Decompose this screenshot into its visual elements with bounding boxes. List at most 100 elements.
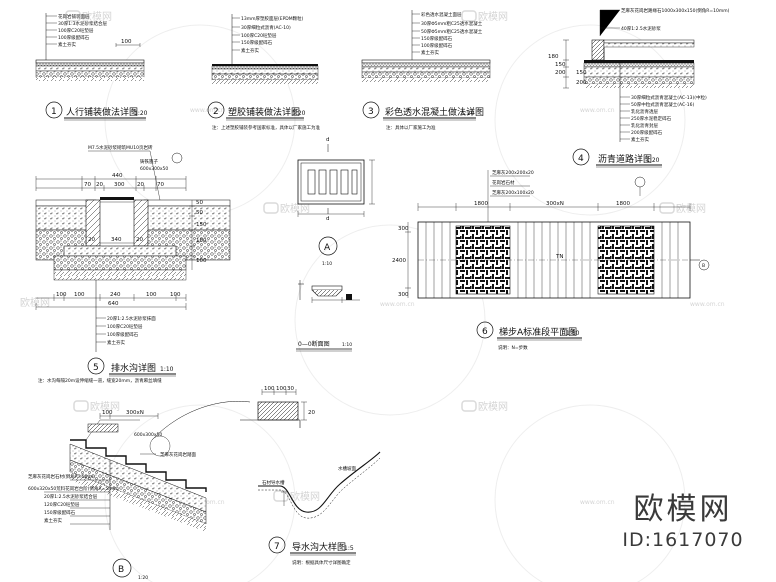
detail-scale: 1:20 — [292, 110, 306, 117]
detail-title: 梯步A标准段平面图 — [499, 326, 577, 338]
watermark-item: www.om.cn — [380, 301, 415, 308]
detail-title-group: 5 排水沟详图 1:10 注：水沟每隔20m设伸缩缝一道，缝宽20mm，沥青麻丝… — [38, 357, 176, 384]
layer-label: 100厚C20砼垫层 — [241, 32, 277, 39]
detail-number: 7 — [274, 542, 280, 552]
watermark-text: 欧模网 — [90, 401, 120, 413]
layer-label: 素土夯实 — [421, 49, 439, 56]
detail-letter: A — [324, 243, 331, 253]
dimension-label: 240 — [110, 292, 121, 298]
watermark-text: 欧模网 — [478, 401, 508, 413]
dimension-label: 100 — [276, 386, 287, 392]
brand-name: 欧模网 — [633, 492, 733, 527]
detail-number: 6 — [482, 327, 488, 337]
layer-label: 100厚级配碎石 — [421, 42, 453, 49]
detail-number: 4 — [578, 154, 584, 164]
layer-label: 乳化沥青透层 — [631, 108, 658, 115]
watermark-url: www.om.cn — [690, 301, 725, 308]
detail-number: 2 — [213, 107, 219, 117]
detail-scale: 1:20 — [134, 110, 148, 117]
detail-letter-circle — [112, 558, 132, 578]
dimension-label: 20 — [308, 410, 315, 416]
detail-scale: 1:10 — [342, 342, 352, 348]
watermark-text: 欧模网 — [478, 11, 508, 23]
layer-label: 素土夯实 — [107, 339, 125, 346]
detail-1-pedestrian-paving: 花岗岩铺装面层 30厚1:3水泥砂浆结合层 100厚C20砼垫层 100厚级配碎… — [35, 13, 148, 121]
detail-title-group: 2 塑胶铺装做法详图 1:20 注：上述塑胶铺装参考国家标准，具体以厂家施工为准 — [207, 101, 320, 131]
detail-title-group: A 1:10 — [318, 236, 338, 267]
detail-title-group: 1 人行铺装做法详图 1:20 — [45, 101, 148, 121]
section-mark-letter: B — [702, 263, 705, 269]
detail-title: 人行铺装做法详图 — [66, 106, 138, 118]
layer-label: 250厚水泥稳定碎石 — [631, 115, 672, 122]
dimension-label: 100 — [56, 292, 67, 298]
layer-label: 600x320x50荒料花岗岩台阶(倒角R=5mm) — [28, 485, 119, 492]
detail-B-stair-section: 100 300xN 600x300x50 芝麻灰花岗岩踏面 芝麻灰花岗岩石材(倒… — [28, 401, 251, 581]
detail-number: 5 — [93, 363, 99, 373]
layer-label: 乳化沥青封层 — [631, 122, 658, 129]
dimension-label: 1800 — [616, 201, 630, 207]
grate-size: 600x300x50 — [134, 432, 162, 438]
detail-title: 塑胶铺装做法详图 — [228, 106, 300, 118]
detail-number-circle — [87, 357, 105, 375]
layer-label: 100厚C20砼垫层 — [58, 27, 94, 34]
stair-profile — [70, 439, 207, 492]
detail-scale: 1:5 — [344, 545, 354, 552]
dimension-label: 150 — [196, 222, 207, 228]
watermark-item: 欧模网 — [461, 400, 508, 413]
layer-labels: 30厚细粒式沥青混凝土(AC-13)(中粒) 50厚中粒式沥青混凝土(AC-16… — [619, 63, 707, 143]
detail-7-water-channel: 100 100 30 20 石材导水槽 水槽坡面 7 导水沟大样图 1:5 说明… — [240, 386, 381, 566]
channel-label: 水槽坡面 — [338, 465, 356, 472]
cut-marker: d — [326, 216, 330, 222]
section-marker — [171, 152, 183, 164]
layer-label: 150厚级配碎石 — [241, 39, 273, 46]
detail-number: 3 — [368, 107, 374, 117]
watermark-item: www.om.cn — [690, 301, 725, 308]
layer-label: 花岗岩铺装面层 — [58, 13, 90, 20]
layer-label: 彩色透水混凝土面层 — [421, 11, 462, 18]
step-direction-label: TN — [555, 254, 563, 260]
material-label: 芝麻灰200x100x20 — [492, 189, 534, 196]
watermark-text: 欧模网 — [280, 203, 310, 215]
material-label: 芝麻灰200x200x20 — [492, 169, 534, 176]
layer-label: 素土夯实 — [241, 47, 259, 54]
watermark-item: www.om.cn — [580, 499, 615, 506]
watermark-item: 欧模网 — [273, 490, 320, 503]
watermark-item: 欧模网 — [263, 202, 310, 215]
detail-number: 1 — [51, 107, 57, 117]
watermark-item: 欧模网 — [461, 10, 508, 23]
detail-letter: B — [118, 565, 124, 575]
detail-title: 沥青道路详图 — [598, 153, 652, 165]
detail-title: 彩色透水混凝土做法详图 — [385, 106, 484, 118]
layer-label: 30厚细粒式沥青混凝土(AC-13)(中粒) — [631, 94, 707, 101]
layer-labels: 芝麻灰花岗岩石材(倒角R=5mm) 600x320x50荒料花岗岩台阶(倒角R=… — [28, 460, 119, 530]
dimension-label: 300 — [398, 226, 409, 232]
top-label-2: 铸铁篦子 — [140, 158, 158, 165]
detail-title-group: 0—0断面图 1:10 — [296, 340, 352, 352]
watermark-item: www.om.cn — [190, 499, 225, 506]
dimension-chain: 180 150 200 150 200 — [548, 39, 587, 89]
layer-label: 50厚Φ5mm粗C25透水混凝土 — [421, 28, 483, 35]
top-label: 芝麻灰花岗岩路缘石1000x300x150(倒角R=10mm) — [621, 7, 730, 14]
detail-3-permeable-concrete: 彩色透水混凝土面层 30厚Φ5mm粗C25透水混凝土 50厚Φ5mm粗C25透水… — [361, 10, 491, 131]
detail-5-drainage-ditch: M7.5水泥砂浆砌筑MU10页岩砖 铸铁篦子 600x300x50 440 70… — [35, 144, 231, 384]
dimension-label: 50 — [196, 200, 203, 206]
brand-id: ID:1617070 — [622, 529, 744, 551]
layer-label: 50厚中粒式沥青混凝土(AC-16) — [631, 101, 694, 108]
detail-note: 注：上述塑胶铺装参考国家标准，具体以厂家施工为准 — [212, 124, 320, 131]
layer-label: 20厚1:2.5水泥砂浆结合层 — [44, 493, 98, 500]
detail-scale: 1:50 — [566, 330, 580, 337]
layer-labels: 13mm厚塑胶面层(EPDM颗粒) 30厚细粒式沥青(AC-10) 100厚C2… — [232, 15, 304, 54]
detail-title-group: 3 彩色透水混凝土做法详图 1:20 注：具体以厂家施工为准 — [362, 101, 484, 131]
top-label: M7.5水泥砂浆砌筑MU10页岩砖 — [88, 144, 153, 151]
dimension-label: 100 — [196, 258, 207, 264]
dimension-label: 100 — [121, 39, 132, 45]
dimension-label: 1800 — [474, 201, 488, 207]
detail-scale: 1:10 — [322, 261, 332, 267]
detail-note: 说明：N=步数 — [498, 344, 528, 351]
layer-label: 13mm厚塑胶面层(EPDM颗粒) — [241, 15, 304, 22]
brand-watermark: 欧模网 ID:1617070 — [608, 492, 758, 552]
detail-scale: 1:20 — [461, 110, 475, 117]
layer-label: 150厚级配碎石 — [421, 35, 453, 42]
dimension-label: 2400 — [392, 258, 406, 264]
